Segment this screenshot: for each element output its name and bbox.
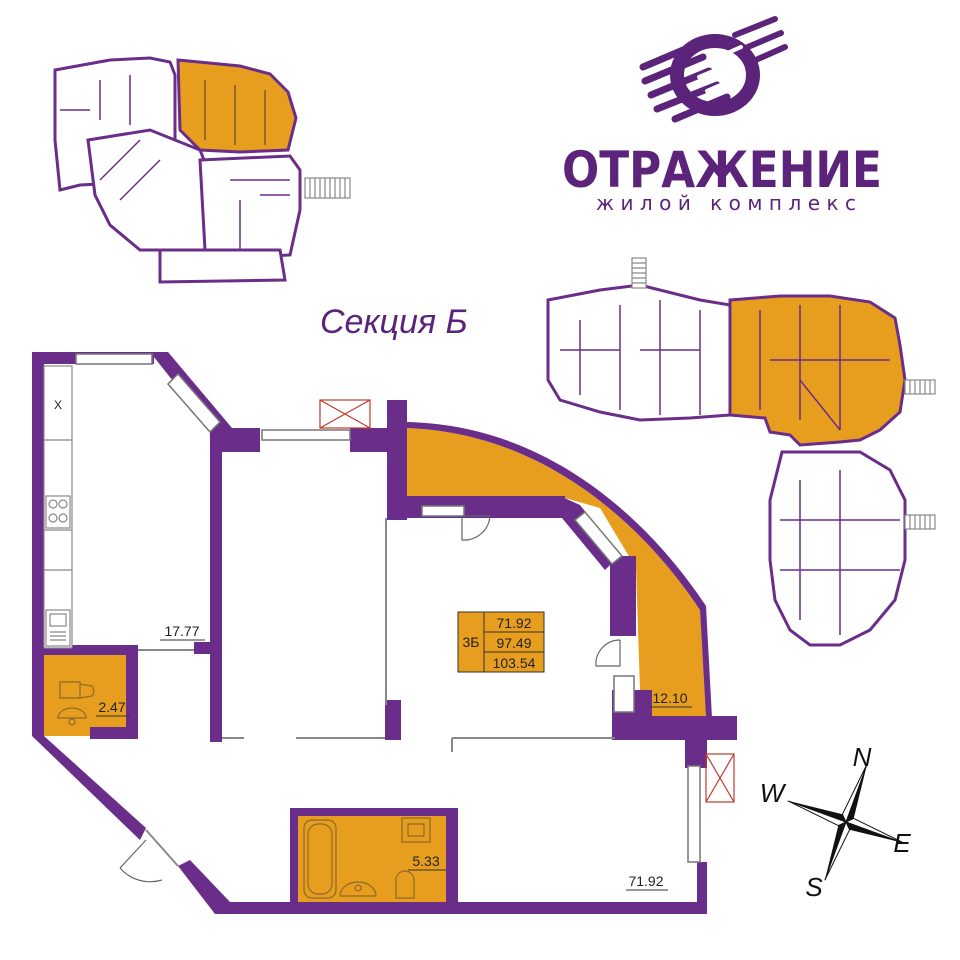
door-entrance: [119, 839, 163, 883]
apartment-code: 3Б: [463, 634, 480, 650]
kitchen-counter: [43, 365, 73, 649]
washing-machine-icon: [401, 817, 431, 843]
compass-west: W: [760, 778, 787, 808]
bathtub-icon: [303, 819, 337, 899]
total-area-value: 97.49: [496, 635, 531, 651]
wc-area-label: 2.47: [98, 699, 125, 715]
bathroom-area-label: 5.33: [412, 853, 439, 869]
compass-south: S: [805, 872, 823, 902]
key-plan-section-stairs: [631, 257, 936, 530]
balcony-area: [405, 428, 706, 718]
window-kitchen-top: [75, 353, 153, 365]
door-balcony: [461, 515, 491, 541]
window-right: [687, 765, 701, 863]
compass-north: N: [853, 742, 872, 772]
washbasin-icon: [57, 707, 87, 719]
room-labels: 17.77 2.47 12.10 5.33 71.92: [96, 623, 692, 891]
brand-logo: ОТРАЖЕНИЕ жилой комплекс: [562, 16, 882, 215]
window-balcony-inner: [421, 505, 465, 517]
windows: [75, 353, 701, 863]
stove-icon: [45, 495, 71, 529]
toilet-icon: [59, 681, 95, 699]
window-angled: [166, 372, 222, 434]
doors: [119, 515, 621, 883]
bathroom-fixtures: [303, 817, 431, 899]
window-balcony-side: [613, 675, 635, 713]
bathroom-area: [298, 814, 450, 902]
partitions: [138, 518, 615, 867]
living-area-label: 71.92: [628, 873, 663, 889]
vent-shafts: [319, 399, 735, 803]
window-room-top: [261, 429, 351, 441]
key-plan-section: [546, 283, 907, 647]
compass-rose-icon: [787, 763, 905, 881]
wc-area: [44, 652, 136, 736]
compass: N S E W: [760, 742, 912, 902]
kitchen-mark: X: [54, 398, 62, 412]
logo-emblem-icon: [639, 16, 788, 123]
apartment-info-box: 3Б 71.92 97.49 103.54: [457, 611, 545, 673]
key-plan-stairs: [304, 177, 351, 199]
bathroom-toilet-icon: [395, 870, 415, 899]
door-balcony-side: [595, 639, 621, 667]
walls: [32, 352, 737, 914]
compass-east: E: [893, 828, 911, 858]
window-balcony-angled: [573, 510, 624, 566]
kitchen-area-label: 17.77: [164, 623, 199, 639]
bathroom-sink-icon: [339, 881, 377, 897]
balcony-area-label: 12.10: [652, 690, 687, 706]
living-area-value: 71.92: [496, 615, 531, 631]
area-with-balcony-value: 103.54: [493, 655, 536, 671]
key-plan-floor: [53, 56, 302, 284]
brand-name: ОТРАЖЕНИЕ: [562, 141, 882, 199]
section-title: Секция Б: [320, 303, 468, 341]
wc-fixtures: [57, 681, 95, 726]
highlighted-areas: [44, 428, 706, 902]
